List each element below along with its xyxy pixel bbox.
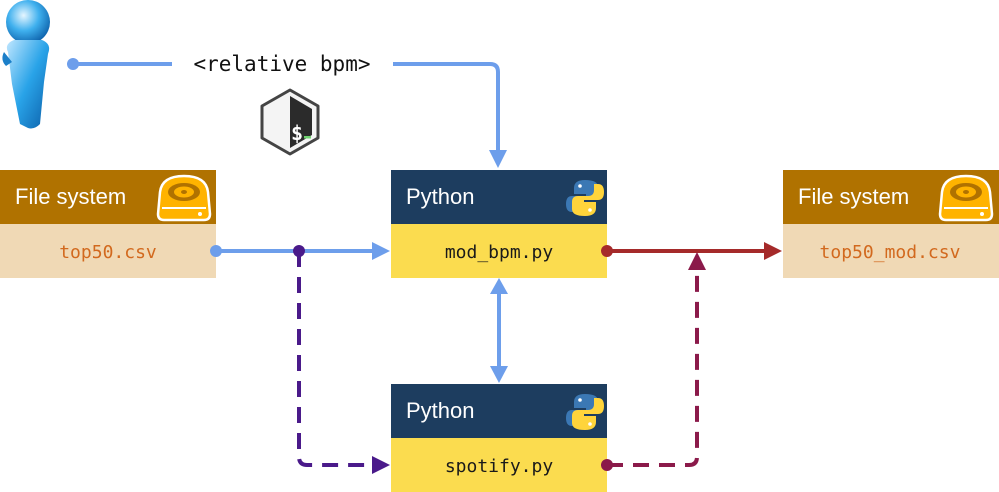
- filesystem-output-node: File system top50_mod.csv: [783, 170, 999, 278]
- input-label: <relative bpm>: [193, 52, 370, 76]
- filesystem-input-node: File system top50.csv: [0, 170, 216, 278]
- arrow-spotify-to-output: [601, 252, 706, 471]
- node-title: File system: [798, 184, 909, 209]
- arrow-mod-bpm-to-output: [601, 242, 782, 260]
- spotify-node: Python spotify.py: [391, 384, 607, 492]
- node-body: [391, 438, 607, 492]
- node-filename: spotify.py: [445, 456, 554, 477]
- python-logo-icon: [566, 394, 604, 430]
- node-filename: top50.csv: [59, 242, 157, 263]
- python-logo-icon: [566, 180, 604, 216]
- hard-disk-icon: [156, 174, 212, 222]
- mod-bpm-node: Python mod_bpm.py: [391, 170, 607, 278]
- node-body: [783, 224, 999, 278]
- user-icon: [2, 0, 50, 129]
- svg-text:$: $: [291, 121, 303, 145]
- arrow-mod-bpm-spotify: [490, 278, 508, 383]
- arrow-csv-to-spotify: [293, 245, 390, 474]
- node-filename: top50_mod.csv: [820, 242, 961, 263]
- node-body: [391, 224, 607, 278]
- node-title: Python: [406, 184, 475, 209]
- hard-disk-icon: [938, 174, 994, 222]
- node-filename: mod_bpm.py: [445, 242, 554, 263]
- node-title: Python: [406, 398, 475, 423]
- node-body: [0, 224, 216, 278]
- bash-shell-icon: $: [260, 88, 320, 156]
- input-arrow: [67, 58, 507, 168]
- node-title: File system: [15, 184, 126, 209]
